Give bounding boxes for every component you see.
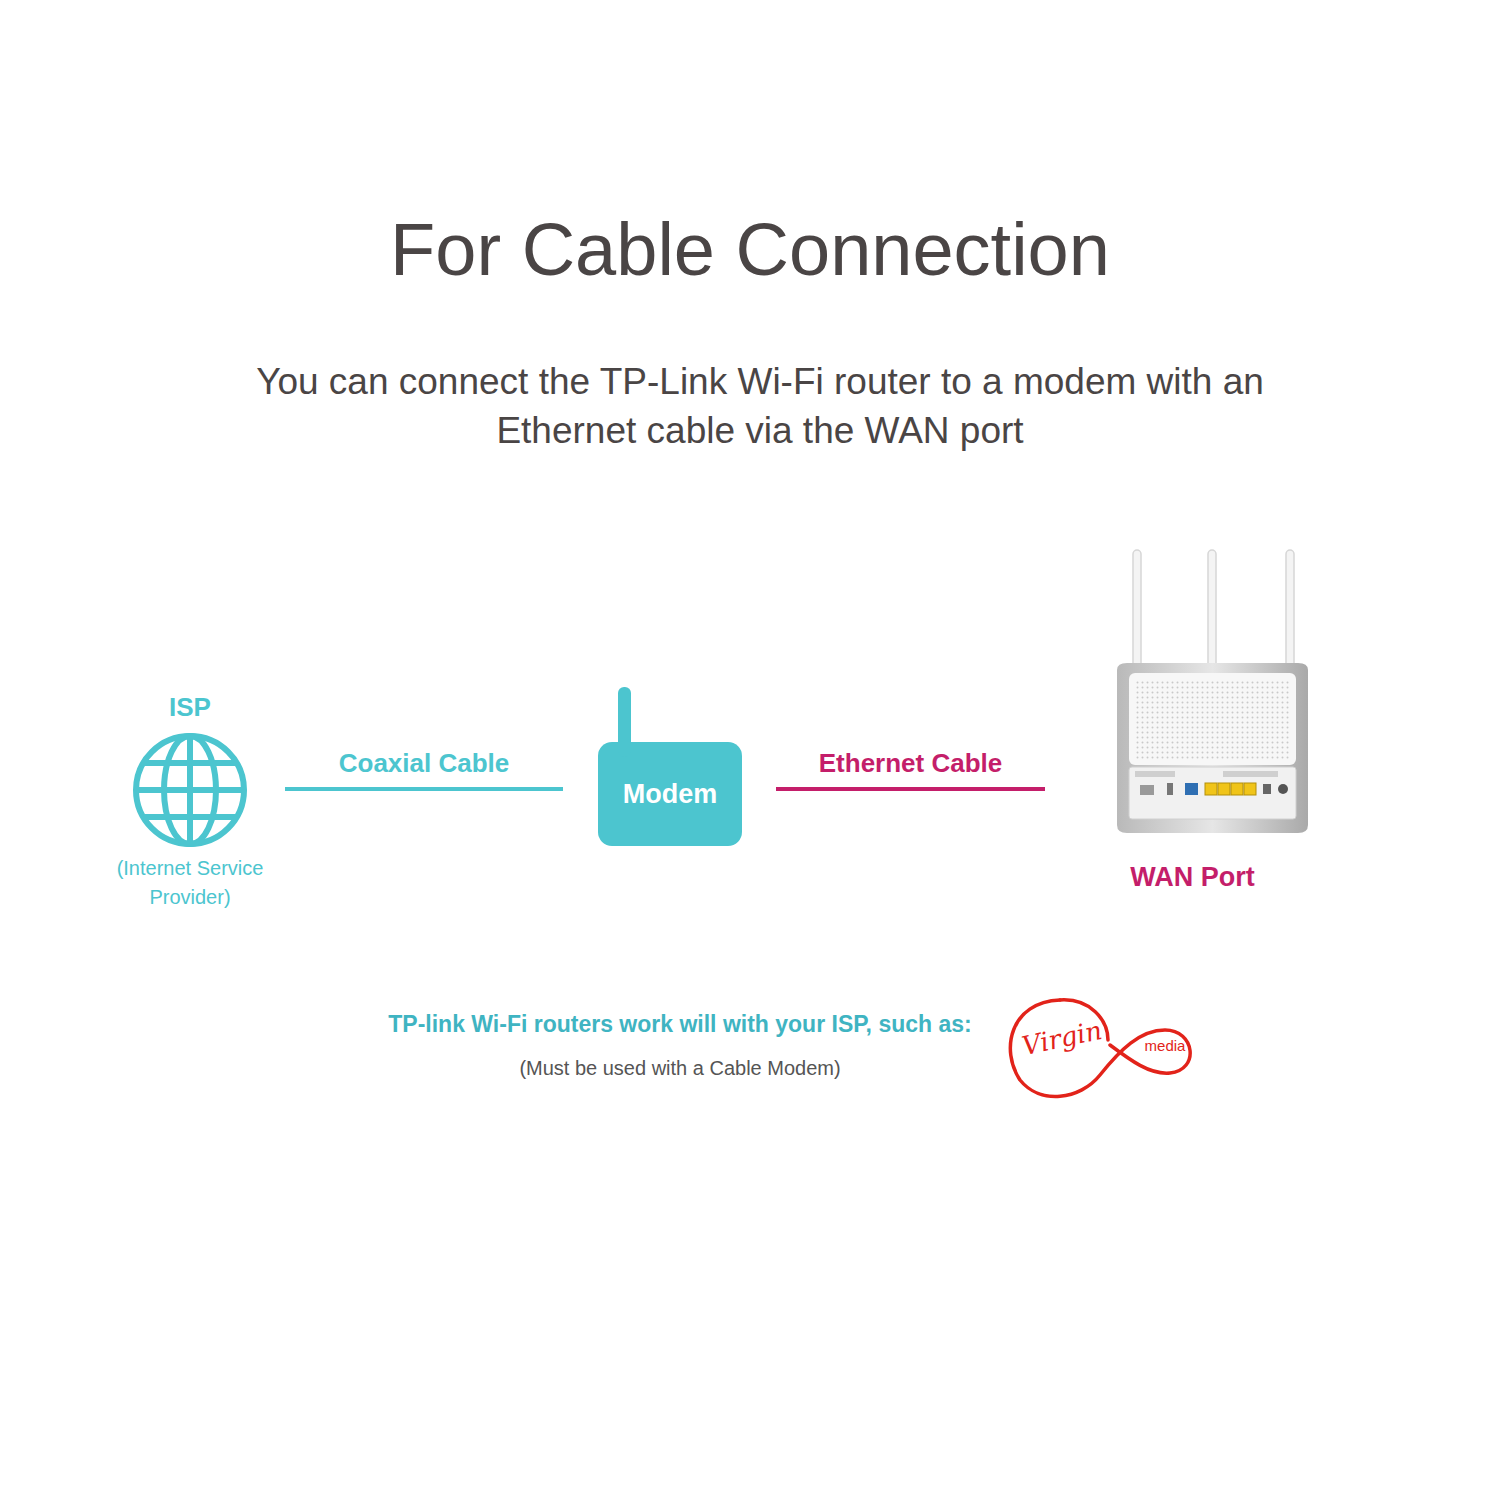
cable-line xyxy=(285,787,563,791)
modem-box: Modem xyxy=(598,742,742,846)
subtitle: You can connect the TP-Link Wi-Fi router… xyxy=(240,357,1280,455)
modem-label: Modem xyxy=(623,777,718,811)
isp-node: ISP (Internet Service Provider) xyxy=(95,690,285,912)
isp-note: TP-link Wi-Fi routers work will with you… xyxy=(300,1008,1060,1040)
logo-virgin: Virgin xyxy=(1010,1012,1114,1064)
router-illustration xyxy=(1105,545,1320,840)
isp-heading: ISP xyxy=(169,690,211,724)
router-node: WAN Port xyxy=(1105,545,1320,905)
wan-port-label: WAN Port xyxy=(1105,860,1280,894)
cable-label: Ethernet Cable xyxy=(815,747,1007,779)
title: For Cable Connection xyxy=(0,205,1500,295)
modem-note: (Must be used with a Cable Modem) xyxy=(380,1053,980,1083)
cable-line xyxy=(776,787,1045,791)
cable-label: Coaxial Cable xyxy=(335,747,514,779)
logo-media: media xyxy=(1138,1036,1192,1056)
modem-antenna xyxy=(618,687,631,757)
isp-subtext: (Internet Service Provider) xyxy=(95,854,285,912)
globe-icon xyxy=(130,730,250,850)
